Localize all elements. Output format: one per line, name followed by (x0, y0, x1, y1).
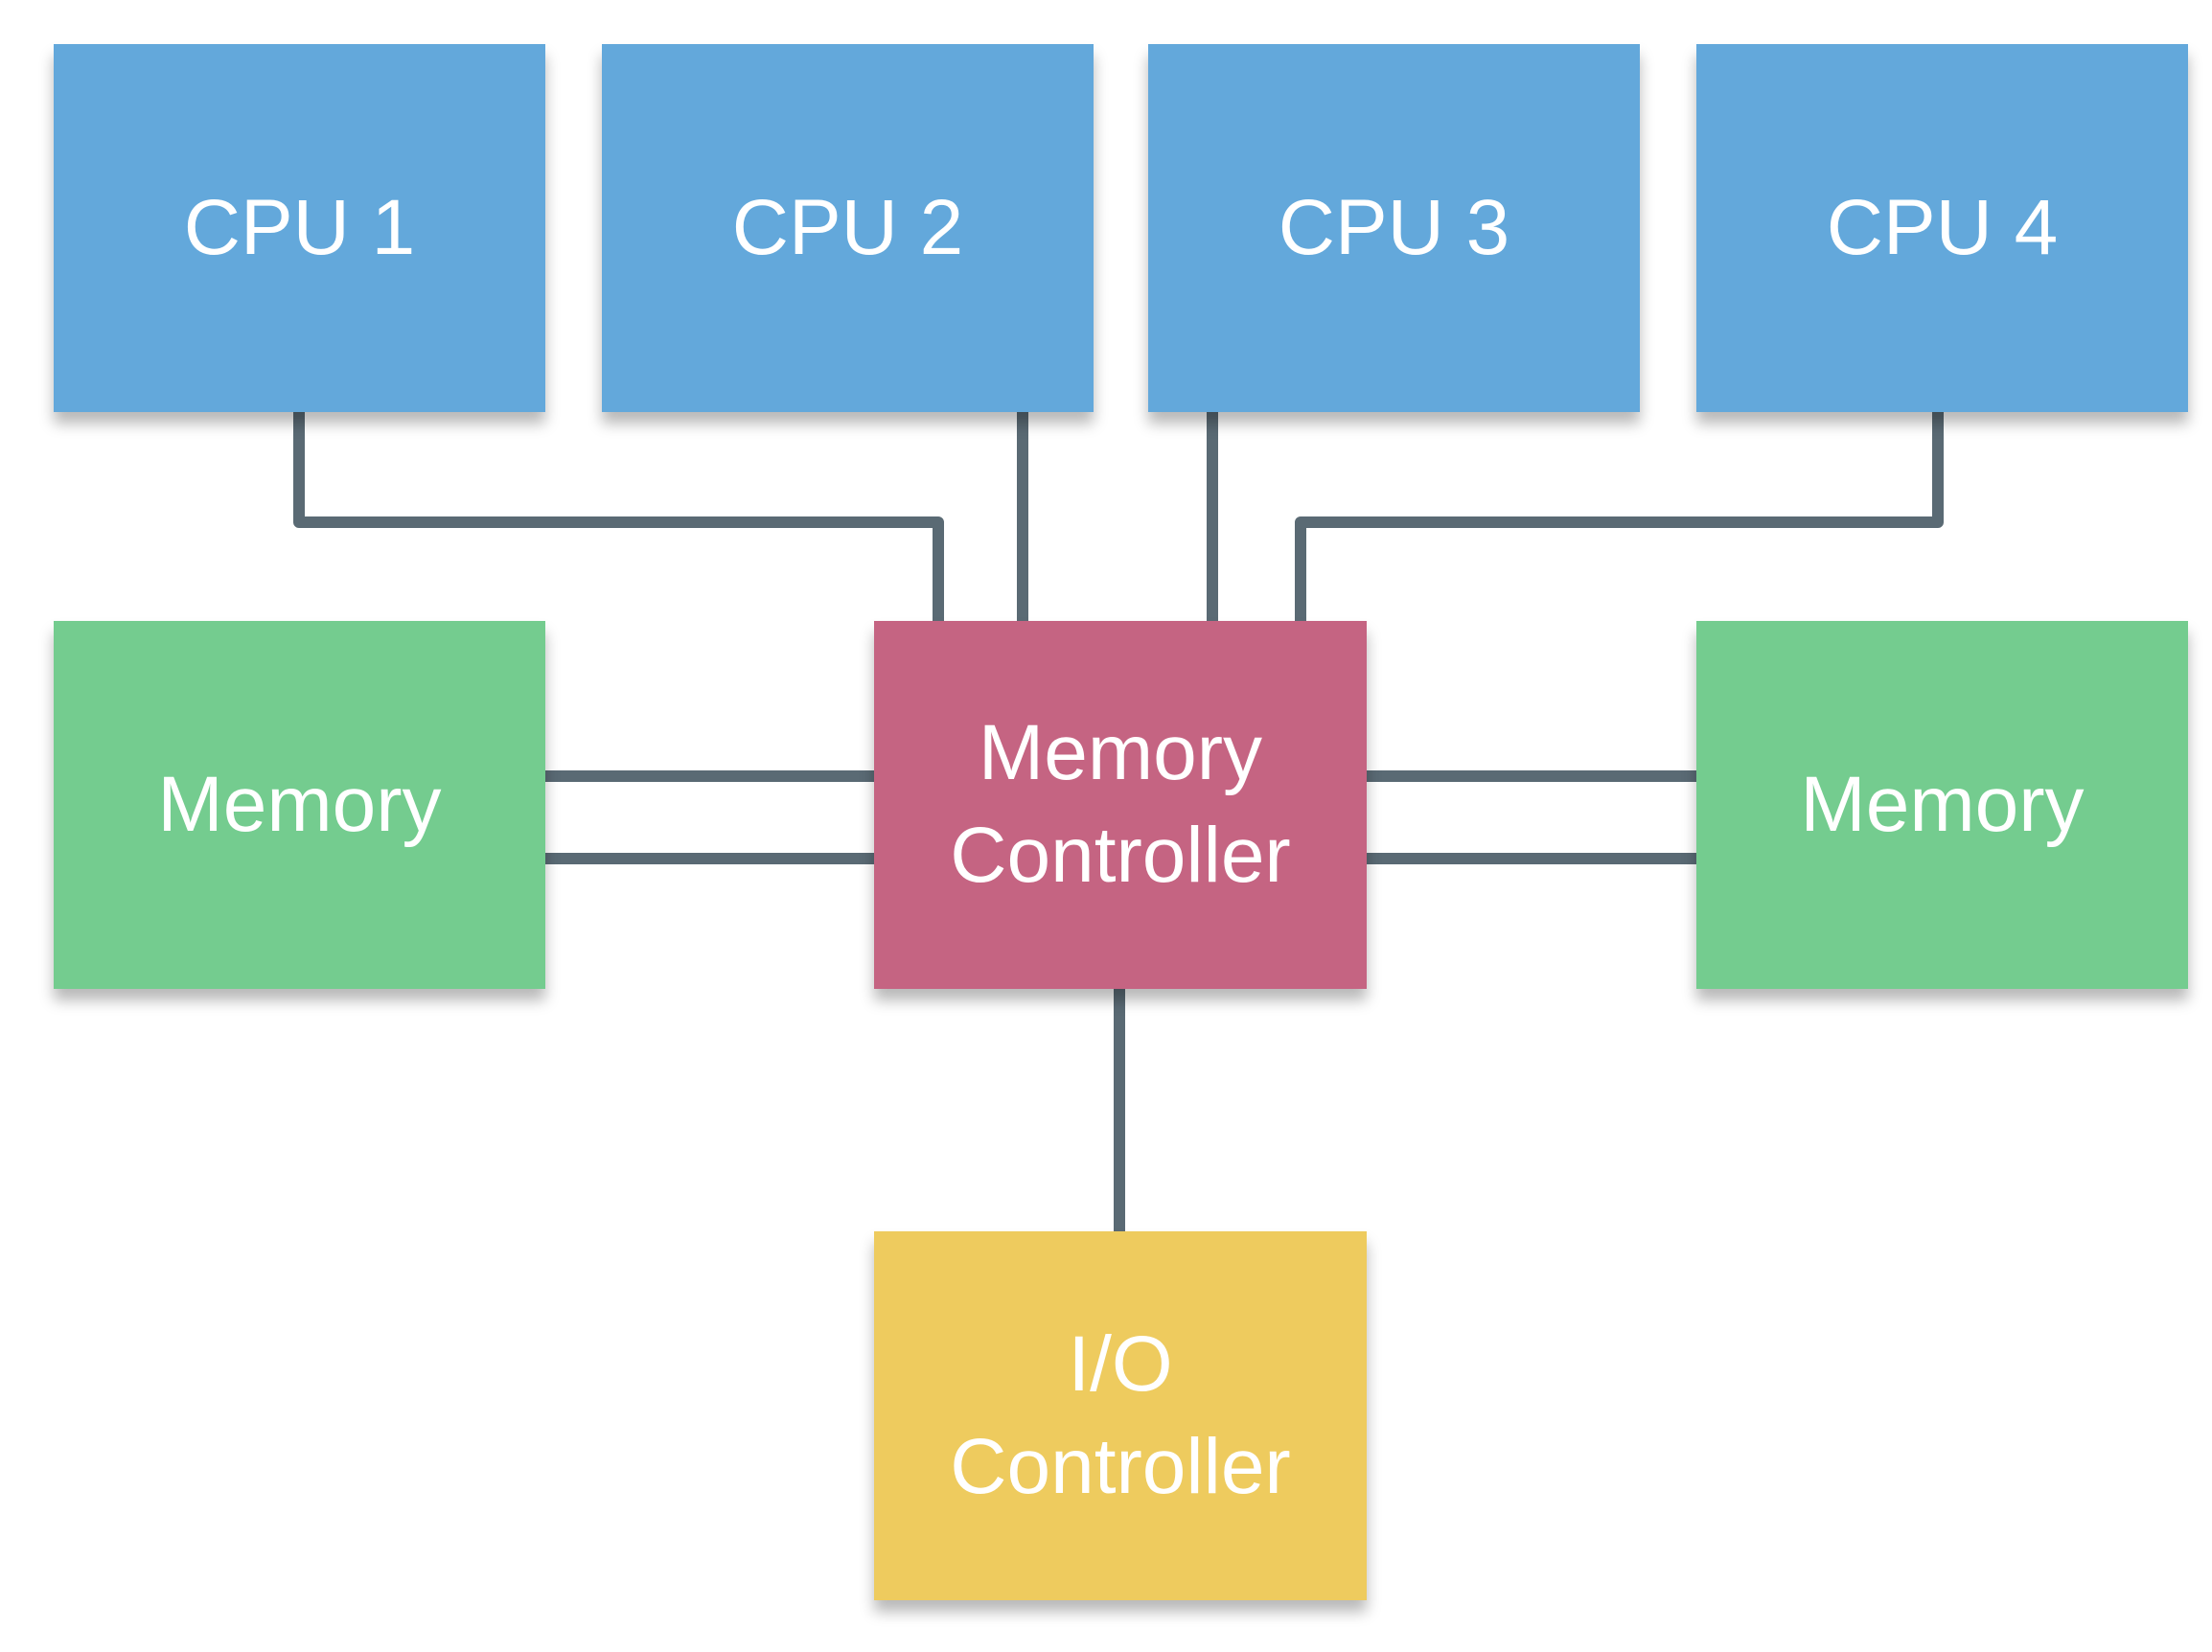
wire-cpu4-to-memory-controller (1295, 412, 1944, 621)
cpu-1-box: CPU 1 (54, 44, 545, 412)
cpu-4-label: CPU 4 (1826, 183, 2059, 271)
cpu-3-box: CPU 3 (1148, 44, 1640, 412)
cpu-1-label: CPU 1 (183, 183, 416, 271)
wire-cpu1-to-memory-controller (293, 412, 944, 621)
cpu-2-box: CPU 2 (602, 44, 1094, 412)
memory-controller-label-line1: Memory (978, 709, 1263, 797)
cpu-4-box: CPU 4 (1696, 44, 2188, 412)
memory-left-box: Memory (54, 621, 545, 989)
io-controller-box: I/O Controller (874, 1231, 1367, 1600)
memory-right-box: Memory (1696, 621, 2188, 989)
memory-right-label: Memory (1800, 760, 2085, 848)
memory-left-label: Memory (157, 760, 442, 848)
cpu-3-label: CPU 3 (1278, 183, 1510, 271)
io-controller-label-line2: Controller (950, 1422, 1291, 1510)
memory-controller-label-line2: Controller (950, 812, 1291, 899)
cpu-2-label: CPU 2 (731, 183, 964, 271)
io-controller-label-line1: I/O (1068, 1319, 1173, 1408)
memory-controller-box: Memory Controller (874, 621, 1367, 989)
